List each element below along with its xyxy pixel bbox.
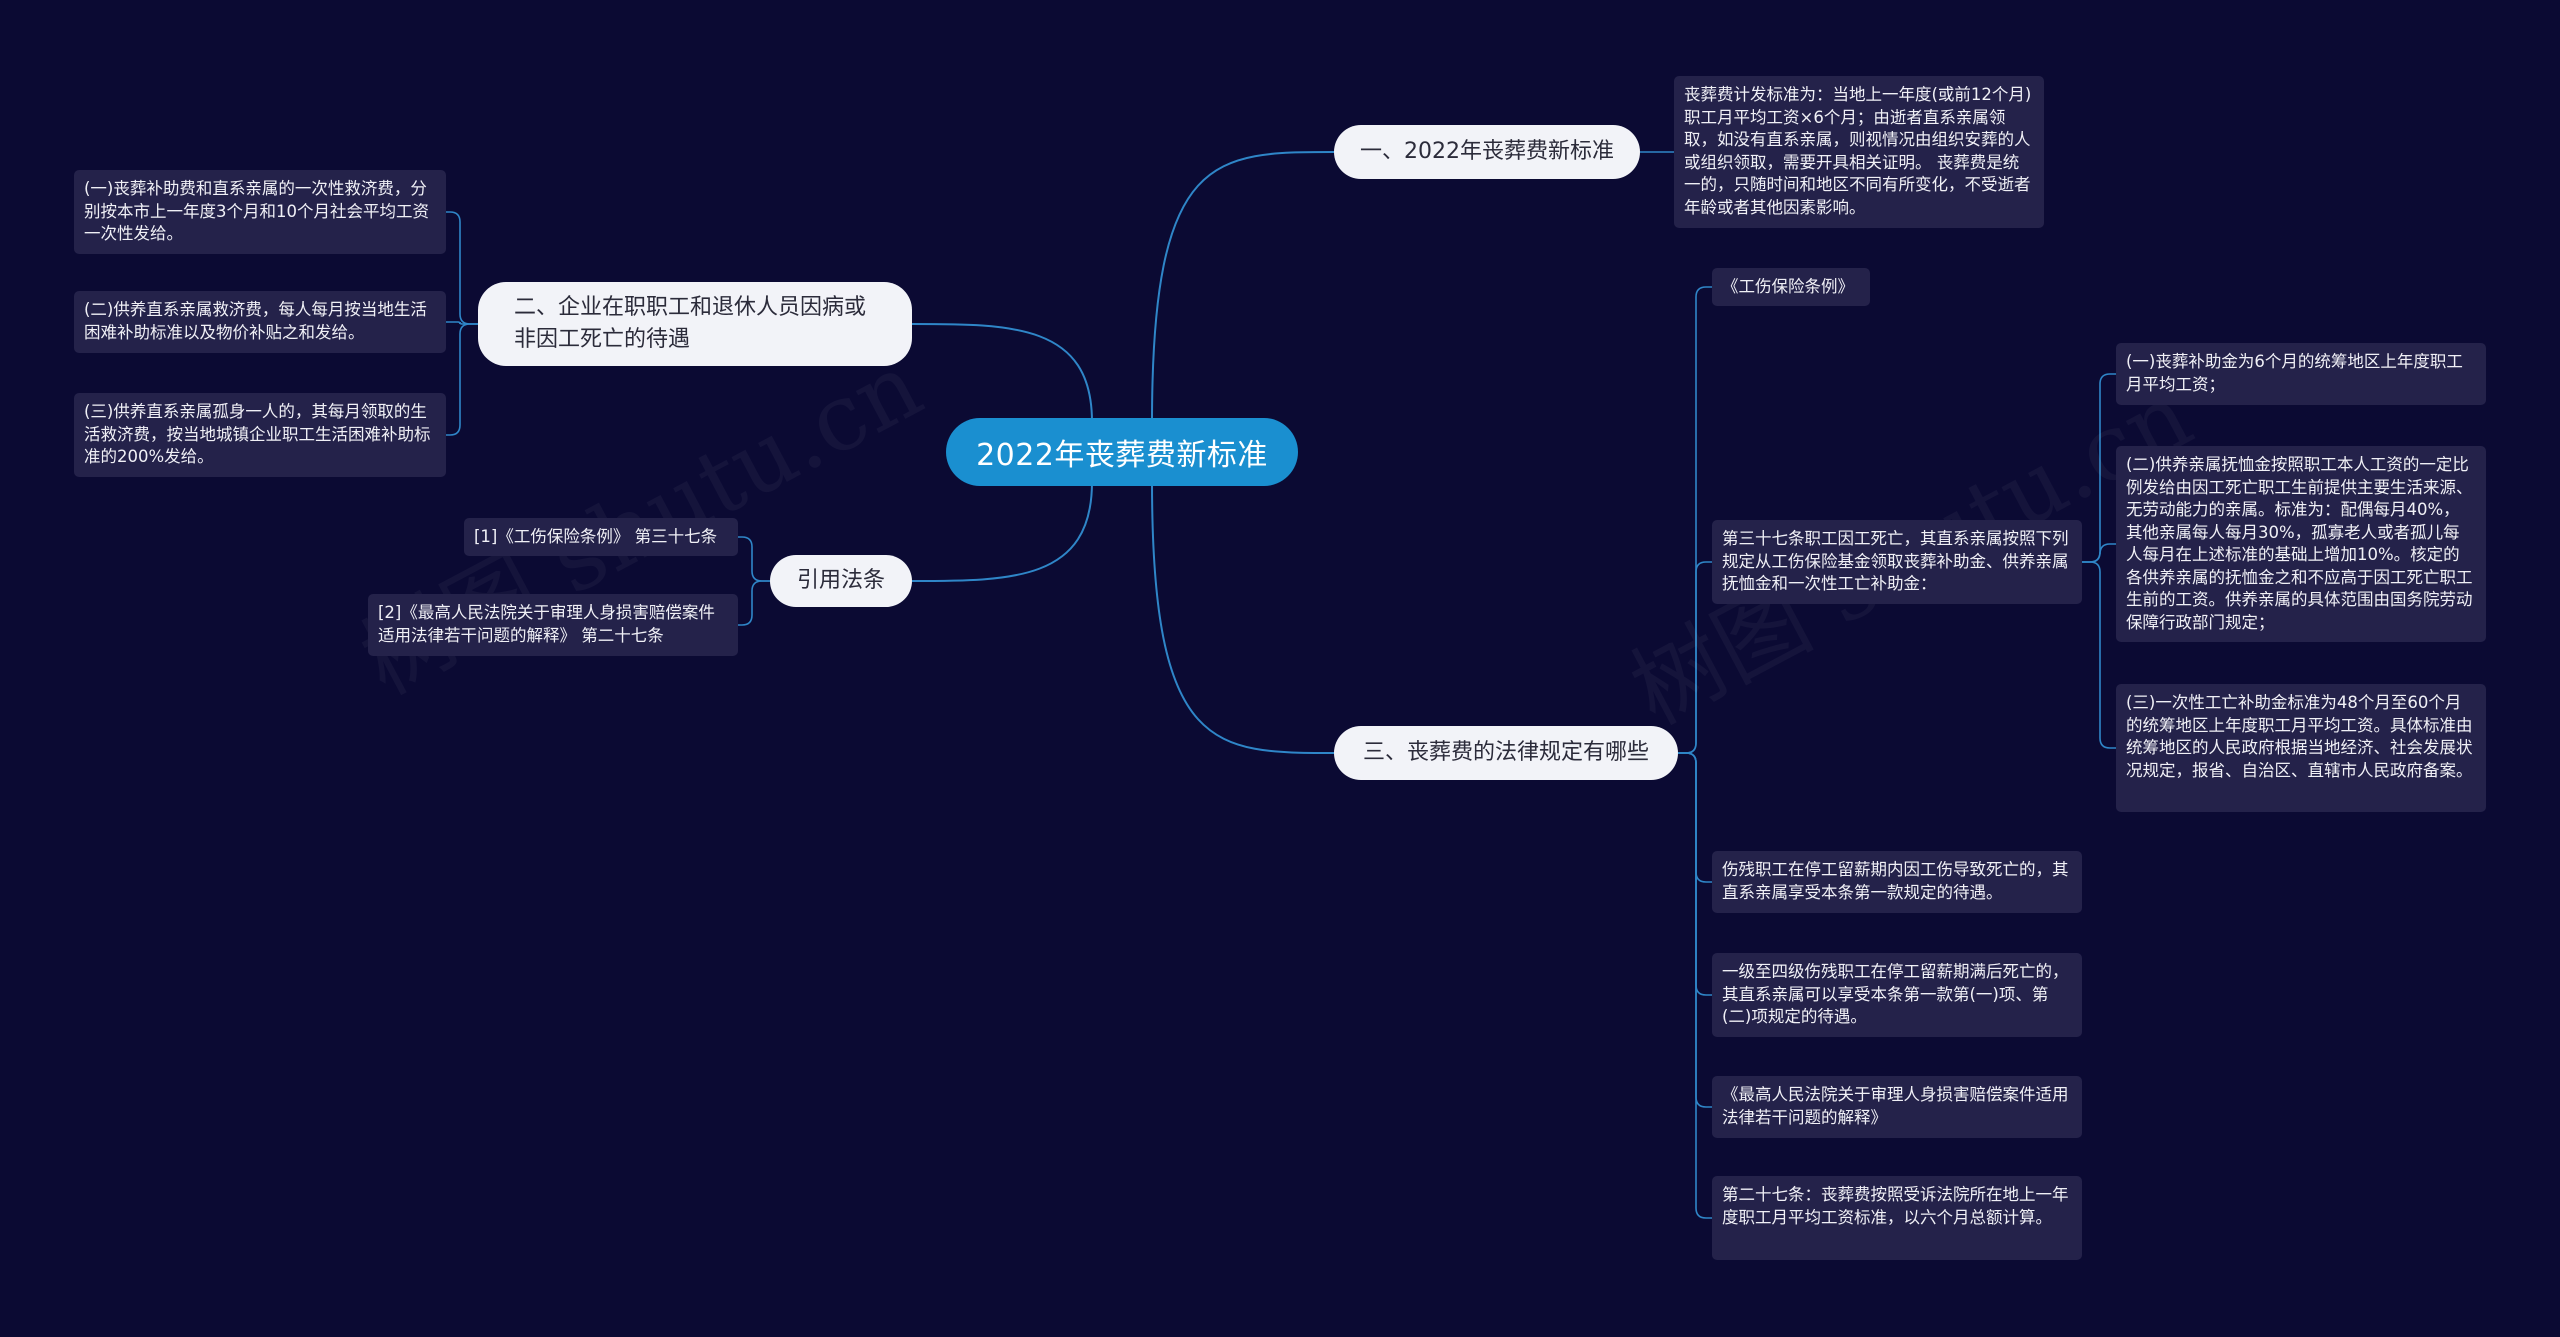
branch-node-standard[interactable]: 一、2022年丧葬费新标准: [1334, 125, 1640, 179]
leaf-subleaf-link: [2082, 543, 2116, 563]
root-branch-link: [911, 481, 1093, 582]
leaf-node[interactable]: (一)丧葬补助费和直系亲属的一次性救济费，分别按本市上一年度3个月和10个月社会…: [74, 170, 446, 254]
leaf-node[interactable]: 一级至四级伤残职工在停工留薪期满后死亡的，其直系亲属可以享受本条第一款第(一)项…: [1712, 953, 2082, 1037]
leaf-node[interactable]: (一)丧葬补助金为6个月的统筹地区上年度职工月平均工资；: [2116, 343, 2486, 405]
branch-leaf-link: [1678, 752, 1712, 883]
branch-leaf-link: [1678, 286, 1712, 754]
branch-leaf-link: [1678, 752, 1712, 1219]
leaf-node[interactable]: (三)供养直系亲属孤身一人的，其每月领取的生活救济费，按当地城镇企业职工生活困难…: [74, 393, 446, 477]
leaf-node[interactable]: [2]《最高人民法院关于审理人身损害赔偿案件适用法律若干问题的解释》 第二十七条: [368, 594, 738, 656]
leaf-node[interactable]: (二)供养亲属抚恤金按照职工本人工资的一定比例发给由因工死亡职工生前提供主要生活…: [2116, 446, 2486, 642]
branch-leaf-link: [446, 323, 478, 436]
branch-leaf-link: [1678, 752, 1712, 1108]
leaf-node[interactable]: 《最高人民法院关于审理人身损害赔偿案件适用法律若干问题的解释》: [1712, 1076, 2082, 1138]
root-node[interactable]: 2022年丧葬费新标准: [946, 418, 1298, 486]
branch-node-legal-provisions[interactable]: 三、丧葬费的法律规定有哪些: [1334, 726, 1678, 780]
branch-leaf-link: [738, 536, 770, 582]
leaf-node[interactable]: [1]《工伤保险条例》 第三十七条: [464, 518, 738, 556]
leaf-node[interactable]: (二)供养直系亲属救济费，每人每月按当地生活困难补助标准以及物价补贴之和发给。: [74, 291, 446, 353]
leaf-subleaf-link: [2082, 373, 2116, 563]
leaf-node[interactable]: 丧葬费计发标准为：当地上一年度(或前12个月)职工月平均工资×6个月；由逝者直系…: [1674, 76, 2044, 228]
leaf-subleaf-link: [2082, 561, 2116, 749]
leaf-node[interactable]: 第三十七条职工因工死亡，其直系亲属按照下列规定从工伤保险基金领取丧葬补助金、供养…: [1712, 520, 2082, 604]
branch-leaf-link: [446, 321, 478, 325]
branch-leaf-link: [738, 580, 770, 626]
branch-leaf-link: [1678, 752, 1712, 996]
leaf-node[interactable]: (三)一次性工亡补助金标准为48个月至60个月的统筹地区上年度职工月平均工资。具…: [2116, 684, 2486, 812]
branch-node-illness-death[interactable]: 二、企业在职职工和退休人员因病或非因工死亡的待遇: [478, 282, 912, 366]
root-branch-link: [1151, 151, 1335, 423]
root-branch-link: [1151, 481, 1335, 754]
branch-leaf-link: [446, 211, 478, 325]
branch-leaf-link: [1678, 561, 1712, 754]
leaf-node[interactable]: 《工伤保险条例》: [1712, 268, 1870, 306]
branch-node-cited-laws[interactable]: 引用法条: [770, 555, 912, 607]
leaf-node[interactable]: 伤残职工在停工留薪期内因工伤导致死亡的，其直系亲属享受本条第一款规定的待遇。: [1712, 851, 2082, 913]
leaf-node[interactable]: 第二十七条：丧葬费按照受诉法院所在地上一年度职工月平均工资标准，以六个月总额计算…: [1712, 1176, 2082, 1260]
root-branch-link: [911, 323, 1093, 423]
